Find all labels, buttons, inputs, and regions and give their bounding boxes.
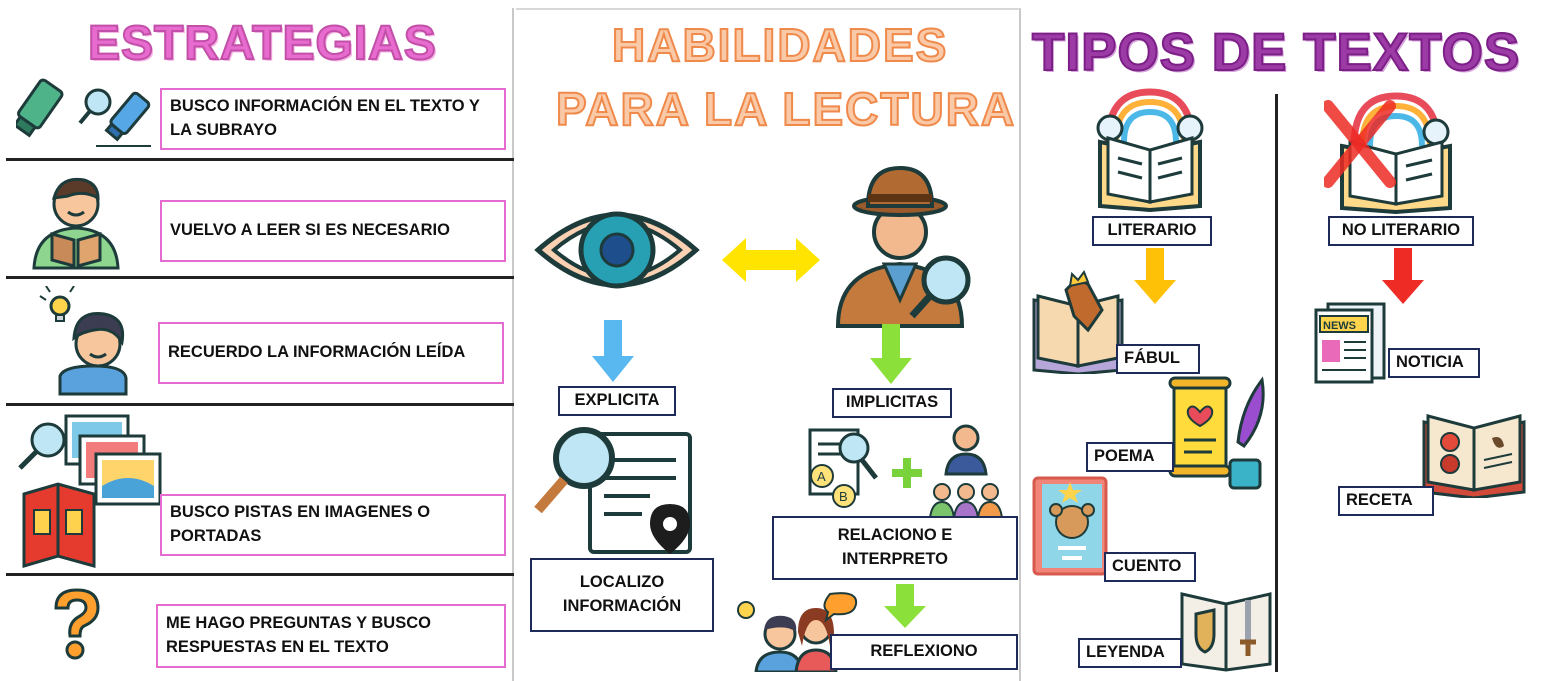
crossed-book-icon xyxy=(1324,86,1460,214)
svg-text:NEWS: NEWS xyxy=(1323,320,1356,332)
reflect-box: REFLEXIONO xyxy=(830,634,1018,670)
book-pictures-icon xyxy=(14,410,164,570)
recipe-label-box: RECETA xyxy=(1338,486,1434,516)
strategy-box: VUELVO A LEER SI ES NECESARIO xyxy=(160,200,506,262)
news-label-box: NOTICIA xyxy=(1388,348,1480,378)
strategy-box: ME HAGO PREGUNTAS Y BUSCO RESPUESTAS EN … xyxy=(156,604,506,668)
text-types-title: TIPOS DE TEXTOS xyxy=(1031,22,1521,83)
legend-label: LEYENDA xyxy=(1086,643,1165,662)
document-search-icon xyxy=(530,420,702,556)
strategies-title: ESTRATEGIAS xyxy=(87,16,437,71)
arrow-down-green xyxy=(870,324,912,386)
fable-label: FÁBUL xyxy=(1124,349,1180,368)
skills-title-line1: HABILIDADES xyxy=(611,18,949,72)
fable-book-icon xyxy=(1030,270,1126,374)
strategy-box: BUSCO PISTAS EN IMAGENES O PORTADAS xyxy=(160,494,506,556)
strategies-panel: ESTRATEGIAS BUSCO INFORMACIÓN EN EL TEXT… xyxy=(6,8,514,681)
newspaper-icon: NEWS xyxy=(1312,300,1388,384)
document-ab-icon: A B xyxy=(804,424,884,516)
fable-label-box: FÁBUL xyxy=(1116,344,1200,374)
audience-icon xyxy=(920,422,1012,520)
kids-thinking-icon xyxy=(734,590,858,672)
column-divider xyxy=(1275,94,1278,672)
arrow-down-blue xyxy=(592,320,634,384)
row-divider xyxy=(6,276,514,279)
implicit-label: IMPLICITAS xyxy=(845,393,939,412)
plus-icon xyxy=(892,458,922,488)
text-types-panel: TIPOS DE TEXTOS LITERARIO xyxy=(1024,8,1556,681)
row-divider xyxy=(6,403,514,406)
arrow-down-green-2 xyxy=(884,584,926,630)
poem-label-box: POEMA xyxy=(1086,442,1174,472)
svg-text:A: A xyxy=(817,469,826,484)
double-arrow-icon xyxy=(720,234,822,286)
news-label: NOTICIA xyxy=(1396,353,1464,372)
poem-label: POEMA xyxy=(1094,447,1155,466)
recipe-book-icon xyxy=(1420,402,1528,498)
strategy-text: BUSCO PISTAS EN IMAGENES O PORTADAS xyxy=(170,503,431,545)
thinking-boy-icon xyxy=(24,286,134,396)
reflect-text: REFLEXIONO xyxy=(870,642,978,661)
strategy-text: VUELVO A LEER SI ES NECESARIO xyxy=(170,221,450,240)
highlighter-magnifier-icon xyxy=(16,78,156,150)
locate-info-box: LOCALIZO INFORMACIÓN xyxy=(530,558,714,632)
row-divider xyxy=(6,573,514,576)
strategy-text: BUSCO INFORMACIÓN EN EL TEXTO Y LA SUBRA… xyxy=(170,97,480,139)
non-literary-label: NO LITERARIO xyxy=(1341,221,1461,240)
story-label-box: CUENTO xyxy=(1104,552,1196,582)
relate-interpret-box: RELACIONO E INTERPRETO xyxy=(772,516,1018,580)
row-divider xyxy=(6,158,514,161)
recipe-label: RECETA xyxy=(1346,491,1413,510)
strategy-text: RECUERDO LA INFORMACIÓN LEÍDA xyxy=(168,343,466,362)
skills-title-line2: PARA LA LECTURA xyxy=(555,82,1017,136)
rainbow-book-icon xyxy=(1094,82,1206,212)
reading-boy-icon xyxy=(24,168,128,272)
story-book-icon xyxy=(1030,474,1110,578)
literary-label: LITERARIO xyxy=(1107,221,1197,240)
question-mark-icon xyxy=(50,586,104,662)
eye-icon xyxy=(532,190,702,310)
non-literary-label-box: NO LITERARIO xyxy=(1328,216,1474,246)
strategy-box: BUSCO INFORMACIÓN EN EL TEXTO Y LA SUBRA… xyxy=(160,88,506,150)
arrow-down-orange xyxy=(1134,248,1176,306)
story-label: CUENTO xyxy=(1112,557,1182,576)
arrow-down-red xyxy=(1382,248,1424,306)
skills-panel: HABILIDADES PARA LA LECTURA xyxy=(516,8,1021,681)
relate-interpret-text: RELACIONO E INTERPRETO xyxy=(837,526,953,568)
locate-info-text: LOCALIZO INFORMACIÓN xyxy=(562,573,682,615)
legend-book-icon xyxy=(1178,580,1274,672)
implicit-label-box: IMPLICITAS xyxy=(832,388,952,418)
literary-label-box: LITERARIO xyxy=(1092,216,1212,246)
explicit-label-box: EXPLICITA xyxy=(558,386,676,416)
strategy-box: RECUERDO LA INFORMACIÓN LEÍDA xyxy=(158,322,504,384)
poem-scroll-icon xyxy=(1168,376,1268,492)
svg-text:B: B xyxy=(839,489,848,504)
strategy-text: ME HAGO PREGUNTAS Y BUSCO RESPUESTAS EN … xyxy=(166,614,431,656)
explicit-label: EXPLICITA xyxy=(574,391,660,410)
detective-icon xyxy=(828,160,978,328)
legend-label-box: LEYENDA xyxy=(1078,638,1182,668)
